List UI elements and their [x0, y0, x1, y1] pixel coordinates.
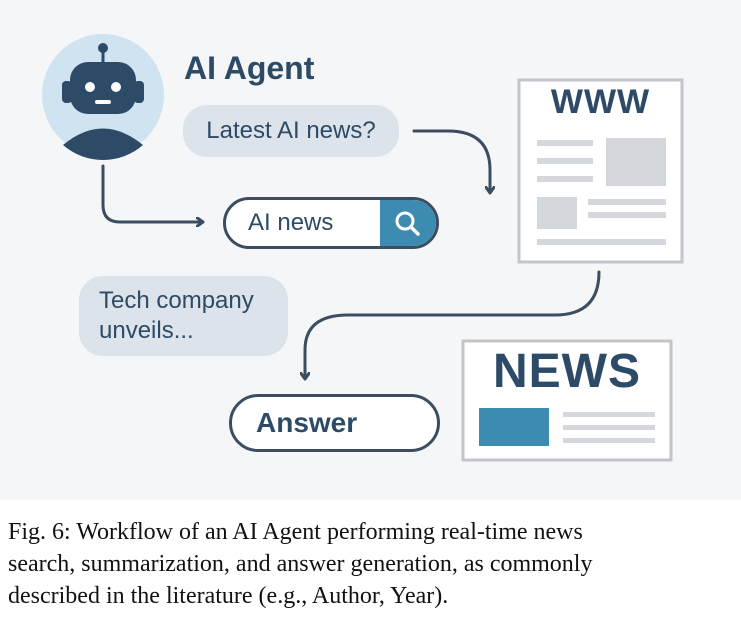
- arrow-query-to-web: [412, 129, 490, 192]
- caption-line: Fig. 6: Workflow of an AI Agent performi…: [8, 519, 583, 545]
- snippet-line: Tech company: [99, 287, 254, 314]
- search-bar: AI news: [223, 197, 439, 249]
- search-icon: [395, 211, 420, 236]
- snippet-line: unveils...: [99, 317, 194, 344]
- agent-title: AI Agent: [184, 50, 315, 86]
- webpage-icon: [517, 78, 684, 264]
- website-label: WWW: [550, 83, 651, 121]
- snippet-bubble: Tech company unveils...: [79, 276, 288, 356]
- diagram-graphics: [42, 34, 684, 462]
- search-query-text: AI news: [248, 209, 334, 236]
- search-button: [380, 200, 436, 246]
- caption-line: search, summarization, and answer genera…: [8, 551, 593, 577]
- newspaper-icon: [461, 339, 673, 462]
- caption-line: described in the literature (e.g., Autho…: [8, 583, 449, 609]
- arrow-web-to-answer: [305, 270, 601, 378]
- figure-caption: Fig. 6: Workflow of an AI Agent performi…: [8, 516, 730, 612]
- answer-label: Answer: [256, 407, 358, 438]
- workflow-diagram: AI Agent Latest AI news? AI news WWW Tec…: [42, 34, 684, 462]
- query-bubble: Latest AI news?: [183, 105, 399, 157]
- robot-icon: [42, 34, 164, 160]
- arrow-agent-to-search: [101, 164, 202, 222]
- answer-box: Answer: [229, 394, 440, 452]
- news-label: NEWS: [493, 345, 641, 398]
